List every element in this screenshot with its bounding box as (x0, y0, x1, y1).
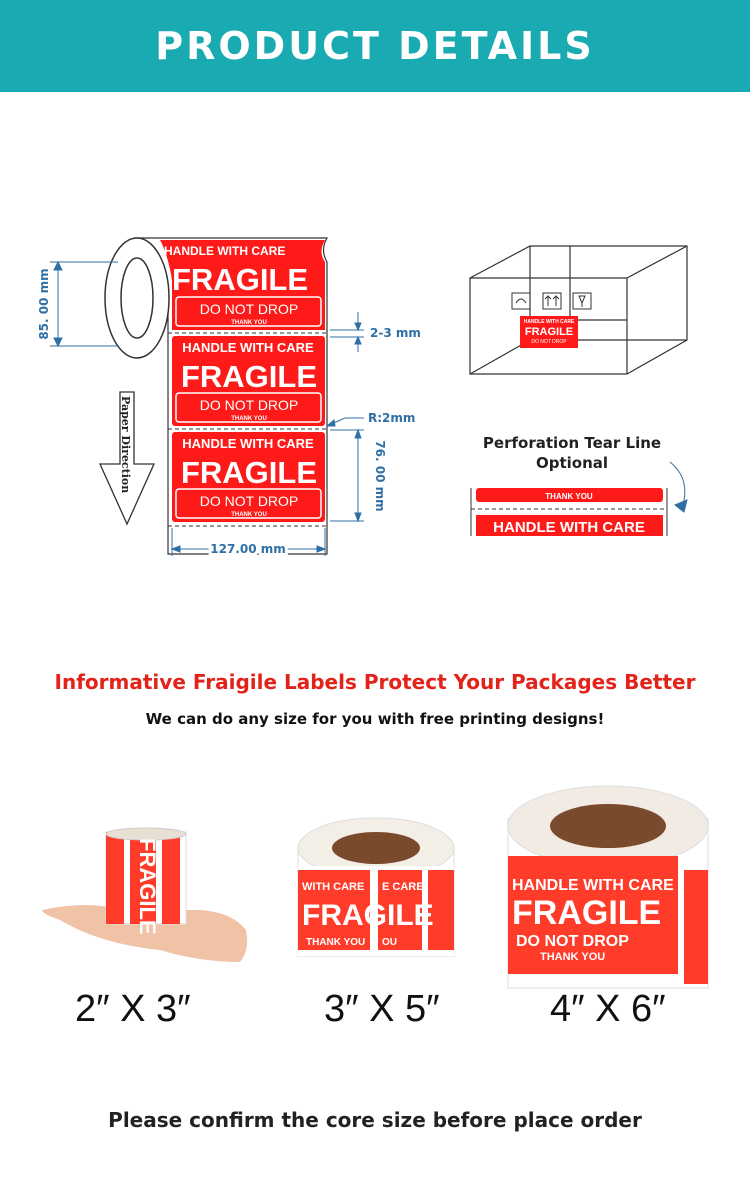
dim-roll-height (50, 260, 118, 348)
label-2: HANDLE WITH CARE FRAGILE DO NOT DROP THA… (172, 336, 325, 426)
roll-medium-c: OU (382, 937, 397, 948)
dim-radius (325, 417, 364, 427)
label-3-small: THANK YOU (231, 512, 267, 518)
perforation-lines (168, 332, 327, 527)
roll-large-main: FRAGILE (512, 894, 661, 932)
size-3x5: 3″ X 5″ (324, 988, 440, 1030)
box-icons (511, 292, 592, 310)
label-2-small: THANK YOU (231, 416, 267, 422)
headline: Informative Fraigile Labels Protect Your… (54, 670, 696, 694)
roll-products: FRAGILE WITH CARE E CARE FRAGILE THANK Y… (42, 785, 709, 989)
roll-drawing (104, 237, 329, 555)
label-2-top: HANDLE WITH CARE (182, 340, 314, 355)
page-title: PRODUCT DETAILS (155, 24, 595, 68)
label-1-top: HANDLE WITH CARE (164, 244, 285, 258)
perforation-sample: THANK YOU HANDLE WITH CARE (470, 488, 668, 536)
dim-label-height-label: 76. 00 mm (373, 440, 387, 511)
label-3-main: FRAGILE (181, 455, 317, 490)
subline: We can do any size for you with free pri… (145, 710, 605, 728)
paper-direction-arrow (98, 391, 156, 526)
label-3-bottom: DO NOT DROP (200, 493, 299, 509)
label-1-small: THANK YOU (231, 320, 267, 326)
perforation-sample-small: THANK YOU (545, 492, 593, 501)
roll-large-small: THANK YOU (540, 951, 605, 963)
dim-label-height (330, 428, 364, 523)
hand-image (42, 905, 248, 962)
roll-medium: WITH CARE E CARE FRAGILE THANK YOU OU (297, 817, 455, 957)
label-1: HANDLE WITH CARE FRAGILE DO NOT DROP THA… (160, 240, 325, 330)
label-3-top: HANDLE WITH CARE (182, 436, 314, 451)
roll-medium-b: E CARE (382, 881, 424, 893)
roll-medium-a: WITH CARE (302, 881, 364, 893)
shipping-box (469, 245, 688, 375)
box-label-bottom: DO NOT DROP (531, 339, 567, 345)
dim-width (170, 528, 327, 556)
dim-gap-label: 2-3 mm (370, 326, 421, 340)
perforation-title-1: Perforation Tear Line (483, 434, 661, 452)
roll-dimension-diagram: HANDLE WITH CARE FRAGILE DO NOT DROP THA… (37, 237, 688, 559)
box-label-top: HANDLE WITH CARE (524, 319, 575, 325)
perforation-arrow (669, 461, 688, 513)
roll-medium-small: THANK YOU (306, 937, 365, 948)
roll-small: FRAGILE (105, 827, 187, 935)
roll-small-main: FRAGILE (135, 838, 160, 935)
size-4x6: 4″ X 6″ (550, 988, 666, 1030)
dim-roll-height-label: 85. 00 mm (37, 268, 51, 339)
roll-large: HANDLE WITH CARE FRAGILE DO NOT DROP THA… (507, 785, 709, 989)
perforation-sample-top: HANDLE WITH CARE (493, 519, 645, 536)
label-2-main: FRAGILE (181, 359, 317, 394)
label-2-bottom: DO NOT DROP (200, 397, 299, 413)
label-3: HANDLE WITH CARE FRAGILE DO NOT DROP THA… (172, 432, 325, 522)
roll-large-top: HANDLE WITH CARE (512, 877, 674, 894)
label-1-main: FRAGILE (172, 262, 308, 297)
label-1-bottom: DO NOT DROP (200, 301, 299, 317)
size-2x3: 2″ X 3″ (75, 988, 191, 1030)
dim-gap (330, 312, 364, 352)
perforation-title-2: Optional (536, 454, 608, 472)
roll-medium-main: FRAGILE (302, 899, 434, 932)
dim-width-label: 127.00 mm (210, 542, 286, 556)
box-label-main: FRAGILE (525, 326, 573, 338)
header-banner: PRODUCT DETAILS (0, 0, 750, 92)
box-label: HANDLE WITH CARE FRAGILE DO NOT DROP (520, 316, 578, 348)
dim-radius-label: R:2mm (368, 411, 415, 425)
footer-note: Please confirm the core size before plac… (108, 1108, 642, 1132)
paper-direction-label: Paper Direction (119, 396, 132, 493)
roll-large-bottom: DO NOT DROP (516, 933, 629, 950)
